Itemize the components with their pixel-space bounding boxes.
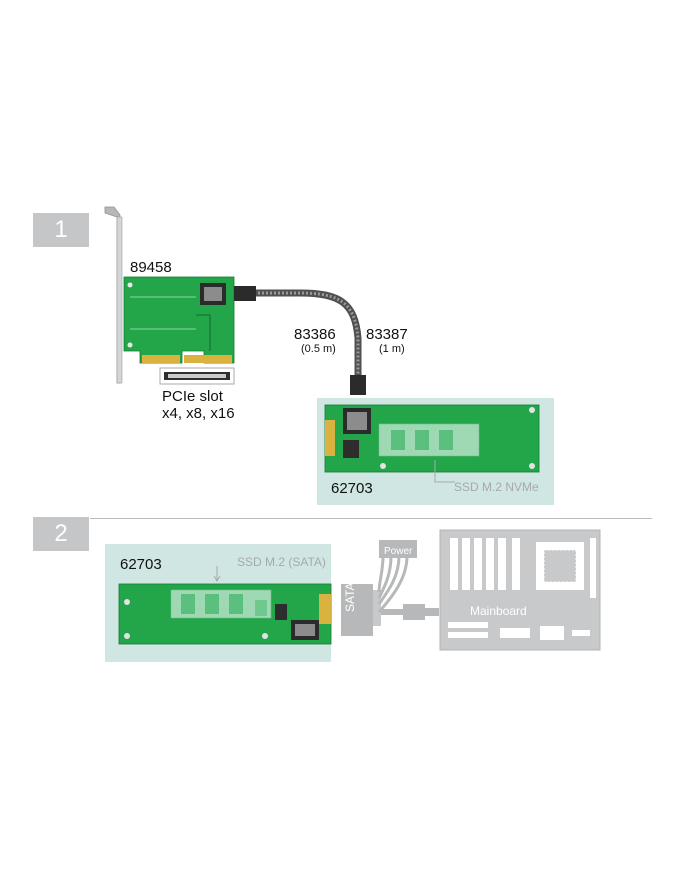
- sata-connector-label: SATA: [343, 582, 357, 612]
- cable-code-b-label: 83387: [366, 326, 408, 343]
- ssd-nvme-label: SSD M.2 NVMe: [454, 480, 539, 494]
- cable-code-a-label: 83386: [294, 326, 336, 343]
- ssd-sata-label: SSD M.2 (SATA): [237, 555, 326, 569]
- mainboard-label: Mainboard: [470, 604, 527, 618]
- step-1-badge: 1: [33, 213, 89, 247]
- pcie-card-illustration: [104, 206, 235, 384]
- mainboard-illustration: [439, 529, 601, 651]
- sata-power-cable: [341, 540, 439, 636]
- pcie-slot-title: PCIe slot: [162, 388, 223, 405]
- section-divider: [90, 518, 652, 519]
- pcie-slot-icon: [159, 367, 235, 385]
- adapter-code-label-step2: 62703: [120, 556, 162, 573]
- card-code-label: 89458: [130, 259, 172, 276]
- cable-length-a-label: (0.5 m): [301, 343, 336, 355]
- adapter-code-label-step1: 62703: [331, 480, 373, 497]
- cable-length-b-label: (1 m): [379, 343, 405, 355]
- m2-adapter-board-step1: [324, 404, 540, 483]
- slimsas-cable: [234, 286, 366, 395]
- pcie-slot-sizes: x4, x8, x16: [162, 405, 235, 422]
- step-2-badge: 2: [33, 517, 89, 551]
- power-connector-label: Power: [384, 546, 413, 557]
- m2-adapter-board-step2: [118, 566, 332, 645]
